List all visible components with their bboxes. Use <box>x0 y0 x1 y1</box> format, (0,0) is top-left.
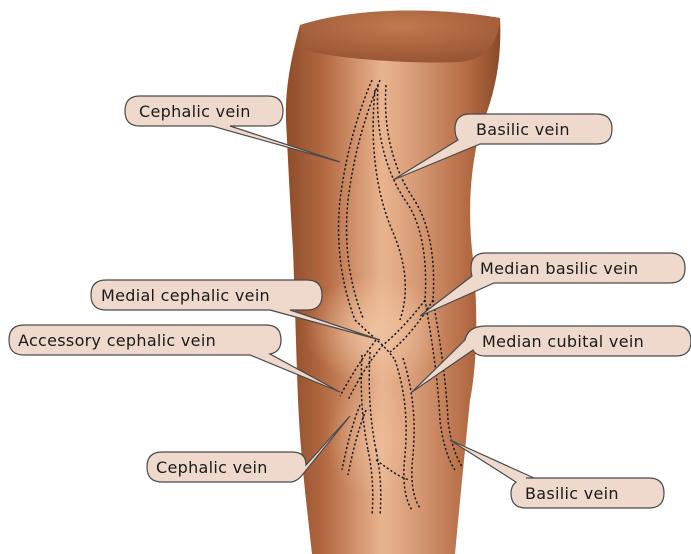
label-basilic-vein-lower: Basilic vein <box>525 484 619 503</box>
label-cephalic-vein-lower: Cephalic vein <box>156 458 268 477</box>
label-accessory-cephalic-vein: Accessory cephalic vein <box>18 331 216 350</box>
label-basilic-vein-upper: Basilic vein <box>476 120 570 139</box>
label-median-basilic-vein: Median basilic vein <box>480 259 638 278</box>
label-median-cubital-vein: Median cubital vein <box>482 332 644 351</box>
callout-accessory-cephalic: Accessory cephalic vein <box>9 325 340 392</box>
arm-top <box>300 11 500 63</box>
callout-basilic-lower: Basilic vein <box>450 440 664 508</box>
label-medial-cephalic-vein: Medial cephalic vein <box>101 286 270 305</box>
label-cephalic-vein-upper: Cephalic vein <box>139 102 251 121</box>
elbow-highlight <box>305 275 445 385</box>
